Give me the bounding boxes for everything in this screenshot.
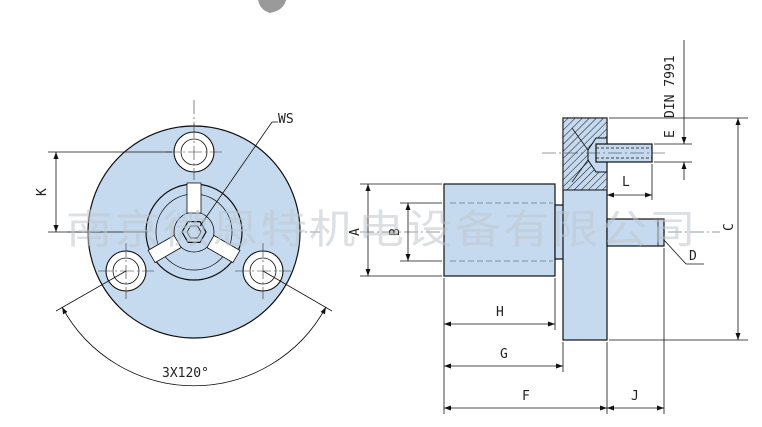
label-ws: WS	[278, 112, 294, 127]
label-f: F	[522, 389, 530, 404]
label-k: K	[35, 188, 50, 196]
top-shadow-decoration	[258, 0, 286, 13]
label-g: G	[500, 347, 508, 362]
label-d: D	[689, 249, 697, 264]
label-h: H	[496, 305, 504, 320]
side-view: A B C E DIN 7991 L D H	[348, 40, 748, 414]
label-l: L	[622, 175, 630, 190]
front-view: WS K 3X120°	[35, 100, 333, 387]
watermark-text: 南京微恩特机电设备有限公司	[66, 207, 698, 253]
label-c: C	[722, 223, 737, 231]
label-a: A	[348, 228, 363, 236]
label-b: B	[388, 228, 403, 236]
label-j: J	[631, 389, 639, 404]
locating-pin	[606, 218, 665, 247]
label-e: E	[663, 130, 678, 138]
collet-body	[443, 183, 556, 277]
label-angle: 3X120°	[162, 366, 209, 381]
label-din: DIN 7991	[663, 55, 678, 118]
